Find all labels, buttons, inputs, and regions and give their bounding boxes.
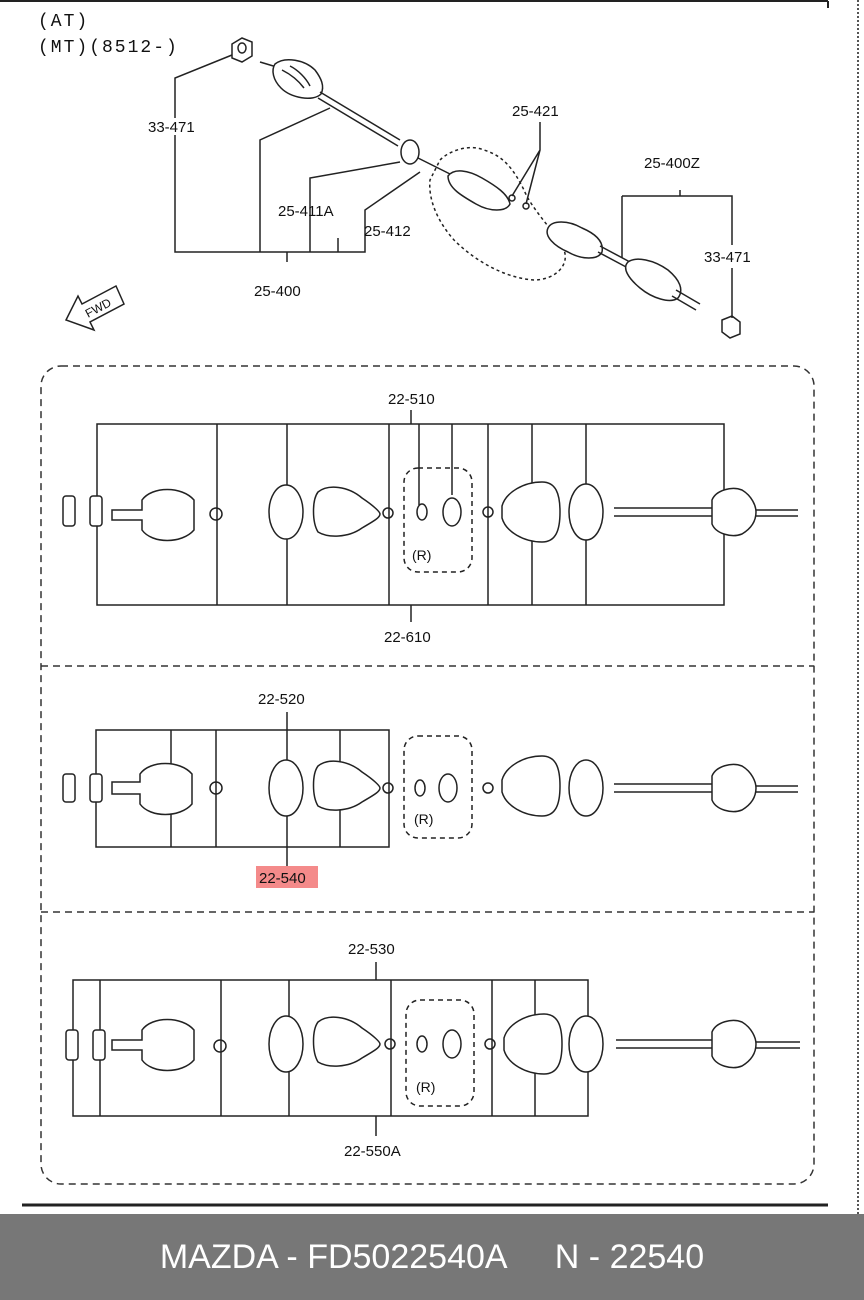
panel1-top-label: 22-510 <box>388 391 435 408</box>
fwd-arrow-icon: FWD <box>64 284 125 332</box>
label-25-400z: 25-400Z <box>644 155 700 172</box>
header-line2: (MT)(8512-) <box>38 38 179 58</box>
panel1-r-label: (R) <box>412 547 431 563</box>
panel3-top-label: 22-530 <box>348 941 395 958</box>
label-33-471-left: 33-471 <box>148 119 195 136</box>
panel2-r-label: (R) <box>414 811 433 827</box>
panel2-top-label: 22-520 <box>258 691 305 708</box>
panel-1 <box>62 410 798 622</box>
panel2-bottom-label[interactable]: 22-540 <box>259 870 306 887</box>
label-25-400: 25-400 <box>254 283 301 300</box>
label-25-412: 25-412 <box>364 223 411 240</box>
overview-drawing <box>174 37 741 339</box>
panel3-bottom-label: 22-550A <box>344 1143 401 1160</box>
footer-bar: MAZDA - FD5022540A N - 22540 <box>0 1214 864 1300</box>
footer-part-number: MAZDA - FD5022540A <box>159 1237 508 1276</box>
panel1-bottom-label: 22-610 <box>384 629 431 646</box>
panel3-r-label: (R) <box>416 1079 435 1095</box>
header-line1: (AT) <box>38 12 89 32</box>
panels-frame <box>40 365 815 1185</box>
label-25-421: 25-421 <box>512 103 559 120</box>
panel-2 <box>62 712 798 866</box>
highlight-box <box>256 866 318 888</box>
panel-3 <box>65 962 800 1136</box>
label-25-411a: 25-411A <box>278 203 334 220</box>
label-33-471-right: 33-471 <box>704 249 751 266</box>
footer-reference: N - 22540 <box>554 1237 705 1276</box>
